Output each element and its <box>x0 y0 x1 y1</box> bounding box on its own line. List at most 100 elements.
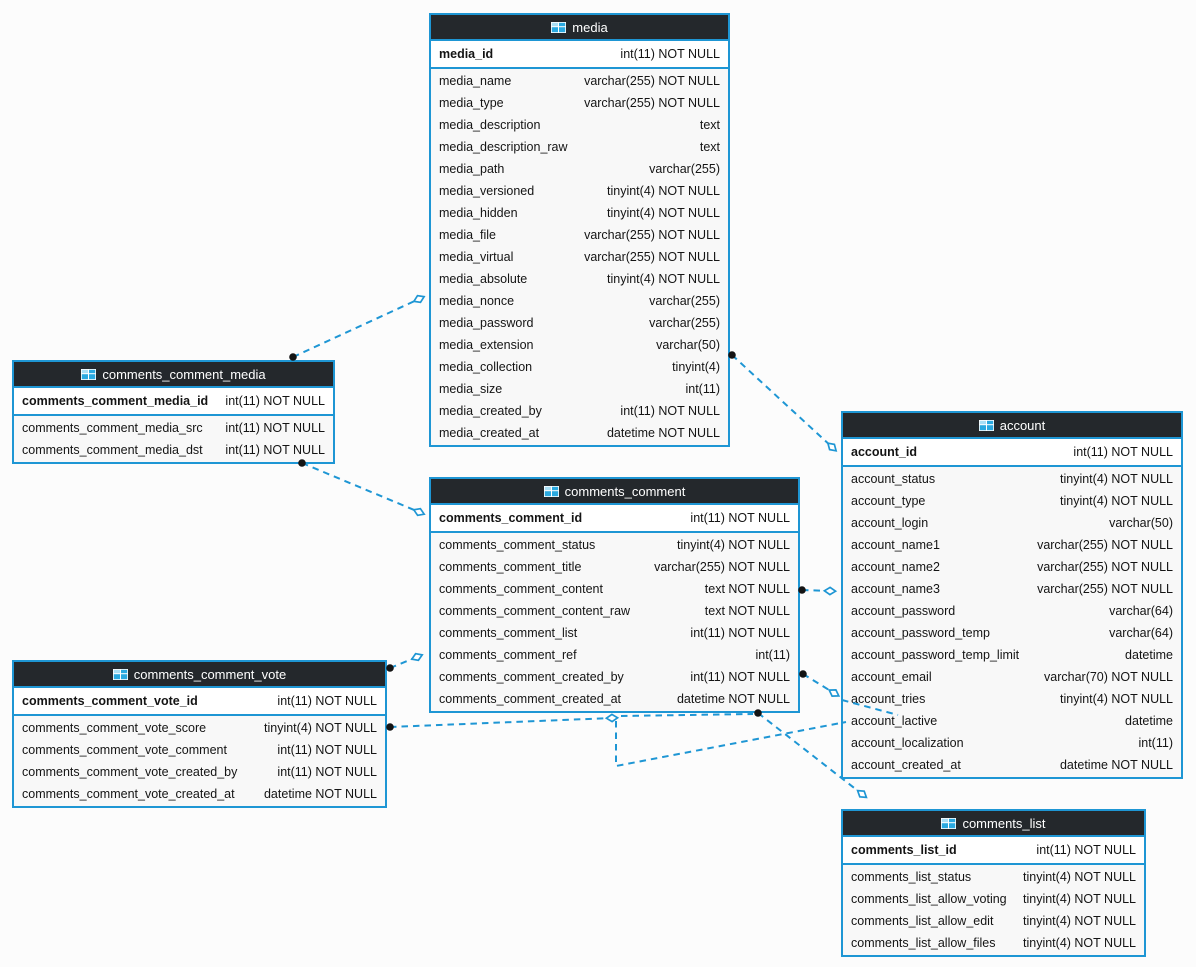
relationship-line[interactable] <box>301 462 420 513</box>
relationship-line[interactable] <box>802 673 835 694</box>
column-type: tinyint(4) NOT NULL <box>1060 494 1173 508</box>
column-name: comments_comment_status <box>439 538 596 552</box>
column-name: comments_list_status <box>851 870 972 884</box>
entity-title: media <box>572 19 608 35</box>
column-name: media_type <box>439 96 504 110</box>
column-type: varchar(255) <box>649 294 720 308</box>
entity-header[interactable]: comments_comment_vote <box>14 662 385 688</box>
column-type: int(11) NOT NULL <box>277 765 377 779</box>
column-name: media_nonce <box>439 294 515 308</box>
column-type: varchar(255) NOT NULL <box>584 228 720 242</box>
column-type: text <box>699 140 720 154</box>
column-type: int(11) NOT NULL <box>277 743 377 757</box>
entity-header[interactable]: account <box>843 413 1181 439</box>
entity-header[interactable]: comments_comment_media <box>14 362 333 388</box>
relationship-line[interactable] <box>841 699 899 716</box>
relationship-line[interactable] <box>615 721 847 768</box>
column-type: datetime <box>1125 648 1173 662</box>
column-type: tinyint(4) NOT NULL <box>264 721 377 735</box>
column-type: int(11) NOT NULL <box>690 511 790 525</box>
entity-header[interactable]: media <box>431 15 728 41</box>
column-name: comments_list_allow_edit <box>851 914 994 928</box>
column-type: int(11) <box>755 648 790 662</box>
column-type: tinyint(4) NOT NULL <box>1060 692 1173 706</box>
column-name: comments_comment_created_by <box>439 670 624 684</box>
column-name: account_name1 <box>851 538 940 552</box>
entity-comments_comment_media[interactable]: comments_comment_media comments_comment_m… <box>12 360 335 464</box>
relationship-line[interactable] <box>801 589 831 592</box>
column-name: comments_comment_title <box>439 560 582 574</box>
entity-header[interactable]: comments_comment <box>431 479 798 505</box>
column-row[interactable]: media_nonce varchar(255) <box>431 290 728 312</box>
entity-header[interactable]: comments_list <box>843 811 1144 837</box>
column-name: comments_comment_list <box>439 626 578 640</box>
relationship-line[interactable] <box>389 717 613 728</box>
column-name: comments_comment_vote_created_at <box>22 787 235 801</box>
relationship-line[interactable] <box>292 298 420 358</box>
column-type: int(11) NOT NULL <box>1036 843 1136 857</box>
relationship-line[interactable] <box>757 712 863 795</box>
entity-title: comments_comment_media <box>102 366 266 382</box>
